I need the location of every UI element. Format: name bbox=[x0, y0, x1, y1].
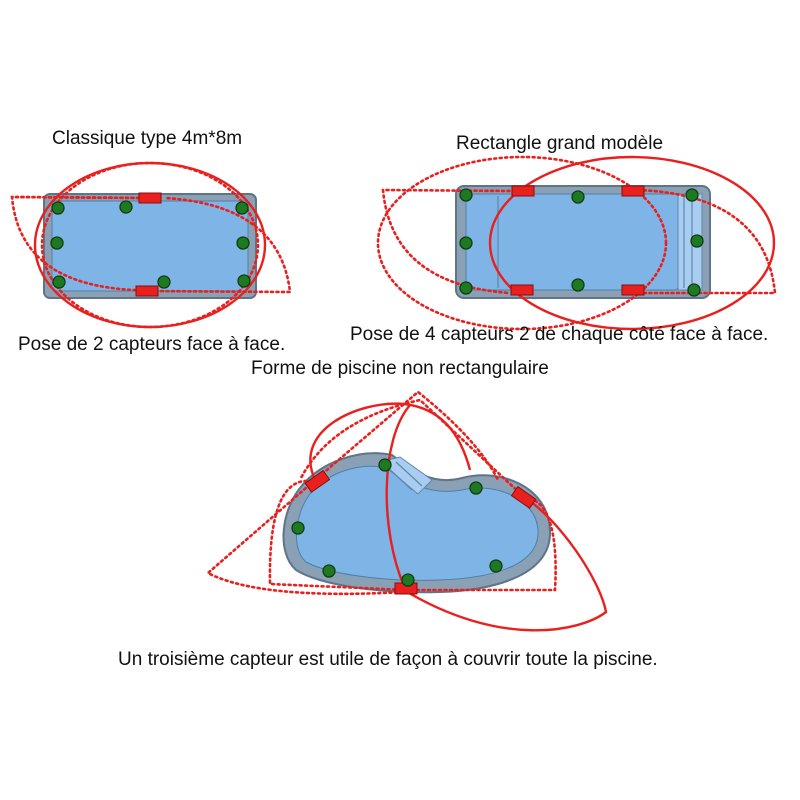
pool-rect-large-group bbox=[376, 155, 777, 331]
detection-zone-sector bbox=[298, 398, 526, 499]
anchor-point bbox=[378, 458, 392, 472]
anchor-point bbox=[401, 573, 415, 587]
detection-zone-arc bbox=[309, 402, 472, 483]
anchor-point bbox=[459, 281, 473, 295]
anchor-point bbox=[571, 278, 585, 292]
sensor-marker bbox=[510, 284, 534, 296]
sensor-marker bbox=[511, 185, 535, 197]
detection-zone-arc bbox=[403, 495, 608, 632]
detection-zone-sector bbox=[10, 195, 152, 292]
detection-zone-ellipse bbox=[33, 161, 267, 329]
pool-classic-group bbox=[10, 161, 292, 329]
sensor-marker bbox=[138, 192, 162, 204]
anchor-point bbox=[236, 236, 250, 250]
anchor-point bbox=[459, 188, 473, 202]
anchor-point bbox=[489, 559, 503, 573]
pool-freeform-group bbox=[205, 390, 608, 632]
pool-classic-water bbox=[51, 200, 249, 292]
sensor-marker bbox=[621, 185, 645, 197]
anchor-point bbox=[459, 236, 473, 250]
detection-zone-sector bbox=[205, 479, 406, 596]
title-freeform: Forme de piscine non rectangulaire bbox=[251, 358, 549, 379]
anchor-point bbox=[51, 201, 65, 215]
pool-step-line bbox=[385, 465, 413, 491]
anchor-point bbox=[50, 236, 64, 250]
anchor-point bbox=[119, 200, 133, 214]
anchor-point bbox=[469, 481, 483, 495]
pool-step-line bbox=[395, 461, 423, 487]
caption-rect-large: Pose de 4 capteurs 2 de chaque côté face… bbox=[350, 324, 769, 345]
anchor-point bbox=[685, 188, 699, 202]
anchor-point bbox=[237, 274, 251, 288]
title-classic: Classique type 4m*8m bbox=[52, 128, 243, 149]
detection-zone-sector bbox=[312, 390, 500, 483]
sensor-marker bbox=[304, 469, 331, 493]
sensor-marker bbox=[621, 284, 645, 296]
sensor-marker bbox=[510, 485, 537, 509]
title-rect-large: Rectangle grand modèle bbox=[456, 133, 664, 154]
anchor-point bbox=[687, 283, 701, 297]
detection-zone-ellipse bbox=[488, 155, 776, 331]
detection-zone-arc bbox=[385, 404, 411, 587]
sensor-marker bbox=[135, 285, 159, 297]
caption-freeform: Un troisième capteur est utile de façon … bbox=[118, 649, 658, 670]
detection-zone-sector bbox=[631, 188, 777, 295]
detection-zone-ellipse bbox=[376, 155, 668, 331]
detection-zone-sector bbox=[10, 195, 152, 200]
detection-zone-sector bbox=[268, 479, 408, 592]
detection-zone-sector bbox=[148, 196, 292, 294]
caption-classic: Pose de 2 capteurs face à face. bbox=[18, 334, 286, 355]
anchor-point bbox=[52, 275, 66, 289]
anchor-point bbox=[322, 564, 336, 578]
anchor-point bbox=[690, 234, 704, 248]
anchor-point bbox=[571, 190, 585, 204]
detection-zone-sector bbox=[381, 188, 517, 295]
anchor-point bbox=[291, 521, 305, 535]
anchor-point bbox=[235, 201, 249, 215]
anchor-point bbox=[157, 275, 171, 289]
